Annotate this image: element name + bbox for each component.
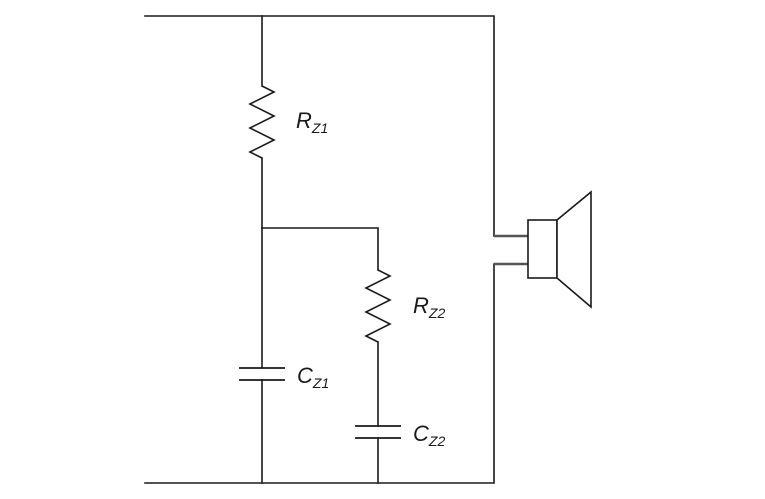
cz2-label-symbol: C [413,421,429,446]
rz2-top-lead [261,227,379,271]
rz2-label-symbol: R [413,293,429,318]
cz1-label-subscript: Z1 [312,375,329,391]
rz2-label-subscript: Z2 [428,305,446,321]
rz2-label: RZ2 [413,293,445,321]
cz2-label: CZ2 [413,421,445,449]
rz1-label: RZ1 [296,108,328,136]
rz1-label-subscript: Z1 [311,120,328,136]
speaker-magnet [527,219,558,279]
cz1-label-symbol: C [297,363,313,388]
cz1-label: CZ1 [297,363,329,391]
rz2-resistor [364,269,392,343]
rz1-resistor [248,85,276,159]
speaker-cone [556,190,592,309]
bottom-rail-wire [144,263,495,484]
rz1-label-symbol: R [296,108,312,133]
speaker-icon [527,190,592,309]
cz2-label-subscript: Z2 [428,433,446,449]
